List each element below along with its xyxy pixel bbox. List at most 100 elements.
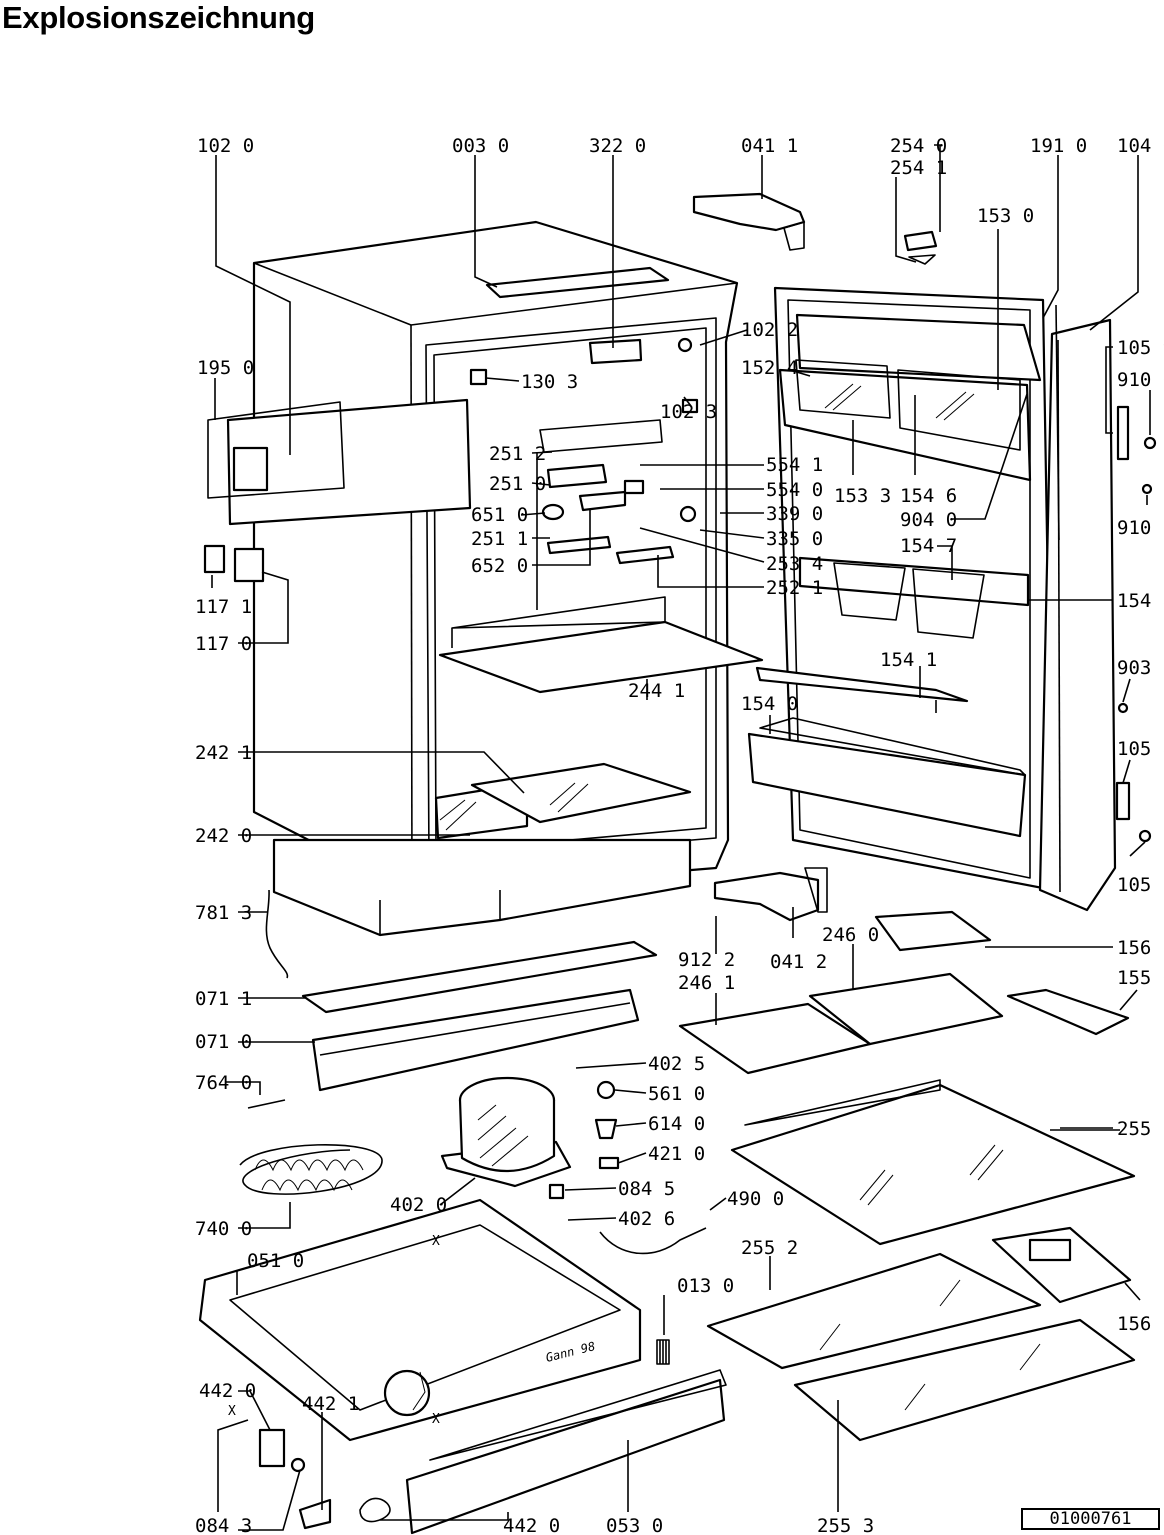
label-402-0: 402 0: [390, 1194, 447, 1216]
glass-shelves-lower: [706, 1079, 1136, 1442]
label-255-1: 255 1: [1117, 1118, 1164, 1140]
label-554-1: 554 1: [766, 454, 823, 476]
label-322-0: 322 0: [589, 135, 646, 157]
glass-shelf-upper: [438, 596, 764, 694]
label-041-1: 041 1: [741, 135, 798, 157]
label-154-1: 154 1: [880, 649, 937, 671]
label-335-0: 335 0: [766, 528, 823, 550]
label-255-3: 255 3: [817, 1515, 874, 1535]
label-554-0: 554 0: [766, 479, 823, 501]
label-561-0: 561 0: [648, 1083, 705, 1105]
screw-part: [656, 1339, 670, 1365]
front-grille: [405, 1369, 727, 1535]
label-153-3: 153 3: [834, 485, 891, 507]
fan-assembly: [258, 1428, 391, 1530]
label-339-0: 339 0: [766, 503, 823, 525]
label-442-0-bottom: 442 0: [503, 1515, 560, 1535]
label-242-1: 242 1: [195, 742, 252, 764]
light-assembly-parts: [469, 337, 699, 565]
x-marker: X: [432, 1234, 440, 1249]
label-442-0-left: 442 0: [199, 1380, 256, 1402]
label-242-0: 242 0: [195, 825, 252, 847]
freezer-trays: [678, 910, 1130, 1075]
label-253-4: 253 4: [766, 553, 823, 575]
label-254-1: 254 1: [890, 157, 947, 179]
label-104-0: 104 0: [1117, 135, 1164, 157]
label-071-1: 071 1: [195, 988, 252, 1010]
label-195-0: 195 0: [197, 357, 254, 379]
left-brackets: [203, 544, 265, 583]
hinge-bottom: [713, 867, 828, 922]
label-156-1: 156 1: [1117, 937, 1164, 959]
label-421-0: 421 0: [648, 1143, 705, 1165]
label-904-0: 904 0: [900, 509, 957, 531]
label-252-1: 252 1: [766, 577, 823, 599]
crisper-drawers: [434, 762, 692, 840]
label-912-2: 912 2: [678, 949, 735, 971]
compressor-base-tray: [198, 1198, 642, 1442]
page-title: Explosionszeichnung: [2, 0, 315, 35]
label-255-2: 255 2: [741, 1237, 798, 1259]
label-490-0: 490 0: [727, 1188, 784, 1210]
condenser-coil: [239, 1099, 383, 1195]
label-105-8: 105 8: [1117, 738, 1164, 760]
part-number-labels: 102 0 003 0 322 0 041 1 254 0 254 1 191 …: [195, 135, 1164, 1535]
document-number-box: 01000761: [1021, 1508, 1160, 1530]
label-402-5: 402 5: [648, 1053, 705, 1075]
label-003-0: 003 0: [452, 135, 509, 157]
label-105-7: 105 7: [1117, 874, 1164, 896]
top-cover-panel: [207, 398, 472, 526]
label-910-0: 910 0: [1117, 369, 1164, 391]
label-071-0: 071 0: [195, 1031, 252, 1053]
label-155-0: 155 0: [1117, 967, 1164, 989]
label-051-0: 051 0: [247, 1250, 304, 1272]
label-117-0: 117 0: [195, 633, 252, 655]
x-marker: X: [228, 1404, 236, 1419]
label-191-0: 191 0: [1030, 135, 1087, 157]
label-442-1: 442 1: [302, 1393, 359, 1415]
label-652-0: 652 0: [471, 555, 528, 577]
label-130-3: 130 3: [521, 371, 578, 393]
label-013-0: 013 0: [677, 1275, 734, 1297]
label-084-3: 084 3: [195, 1515, 252, 1535]
x-marker: X: [432, 1412, 440, 1427]
label-154-7: 154 7: [900, 535, 957, 557]
drain-hose: [265, 889, 289, 979]
label-651-0: 651 0: [471, 504, 528, 526]
label-156-0: 156 0: [1117, 1313, 1164, 1335]
handle-part: [903, 230, 938, 265]
label-102-3: 102 3: [660, 401, 717, 423]
hinge-top: [692, 192, 806, 251]
label-152-4: 152 4: [741, 357, 798, 379]
label-117-1: 117 1: [195, 596, 252, 618]
label-781-3: 781 3: [195, 902, 252, 924]
label-251-2: 251 2: [489, 443, 546, 465]
label-246-0: 246 0: [822, 924, 879, 946]
drip-channels: [301, 940, 658, 1092]
relay-parts: [548, 1080, 707, 1255]
label-041-2: 041 2: [770, 951, 827, 973]
label-084-5: 084 5: [618, 1178, 675, 1200]
label-910-1: 910 1: [1117, 517, 1164, 539]
label-614-0: 614 0: [648, 1113, 705, 1135]
label-251-0: 251 0: [489, 473, 546, 495]
label-740-0: 740 0: [195, 1218, 252, 1240]
door-side-parts: [1115, 405, 1157, 843]
label-102-0-top: 102 0: [197, 135, 254, 157]
cabinet-body: [252, 220, 739, 937]
label-153-0: 153 0: [977, 205, 1034, 227]
label-251-1: 251 1: [471, 528, 528, 550]
leader-lines: [211, 144, 1151, 1531]
label-154-6: 154 6: [900, 485, 957, 507]
label-254-0: 254 0: [890, 135, 947, 157]
label-053-0: 053 0: [606, 1515, 663, 1535]
label-764-0: 764 0: [195, 1072, 252, 1094]
compressor: [440, 1076, 572, 1188]
document-number: 01000761: [1049, 1509, 1132, 1529]
label-244-1: 244 1: [628, 680, 685, 702]
label-105-9: 105 9: [1117, 337, 1164, 359]
label-246-1: 246 1: [678, 972, 735, 994]
label-154-0: 154 0: [741, 693, 798, 715]
label-154-8: 154 8: [1117, 590, 1164, 612]
